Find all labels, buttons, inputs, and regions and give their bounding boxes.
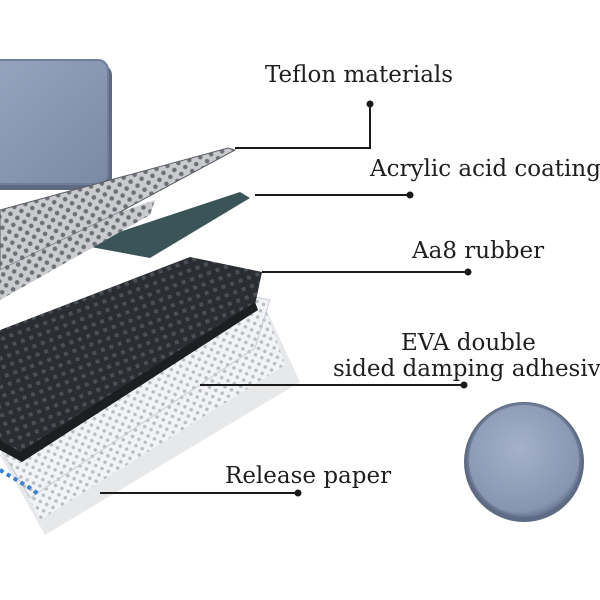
label-release-paper: Release paper <box>225 463 392 489</box>
leader-dot-rubber <box>464 268 472 276</box>
leader-dot-eva <box>460 381 468 389</box>
square-pad <box>0 59 112 190</box>
teflon-mesh-layer <box>0 147 237 300</box>
label-teflon-materials: Teflon materials <box>265 62 454 88</box>
label-aa8-rubber: Aa8 rubber <box>412 238 545 264</box>
label-eva-line2: sided damping adhesive <box>333 356 600 382</box>
label-acrylic-coating: Acrylic acid coating <box>370 156 600 182</box>
rubber-layer <box>0 257 262 462</box>
leader-dot-acrylic <box>406 191 414 199</box>
acrylic-coating-layer <box>80 192 250 258</box>
leader-dot-release <box>294 489 302 497</box>
round-pad <box>464 402 584 522</box>
leader-line-teflon <box>235 104 371 149</box>
label-eva-line1: EVA double <box>401 330 536 356</box>
leader-dot-teflon <box>366 100 374 108</box>
